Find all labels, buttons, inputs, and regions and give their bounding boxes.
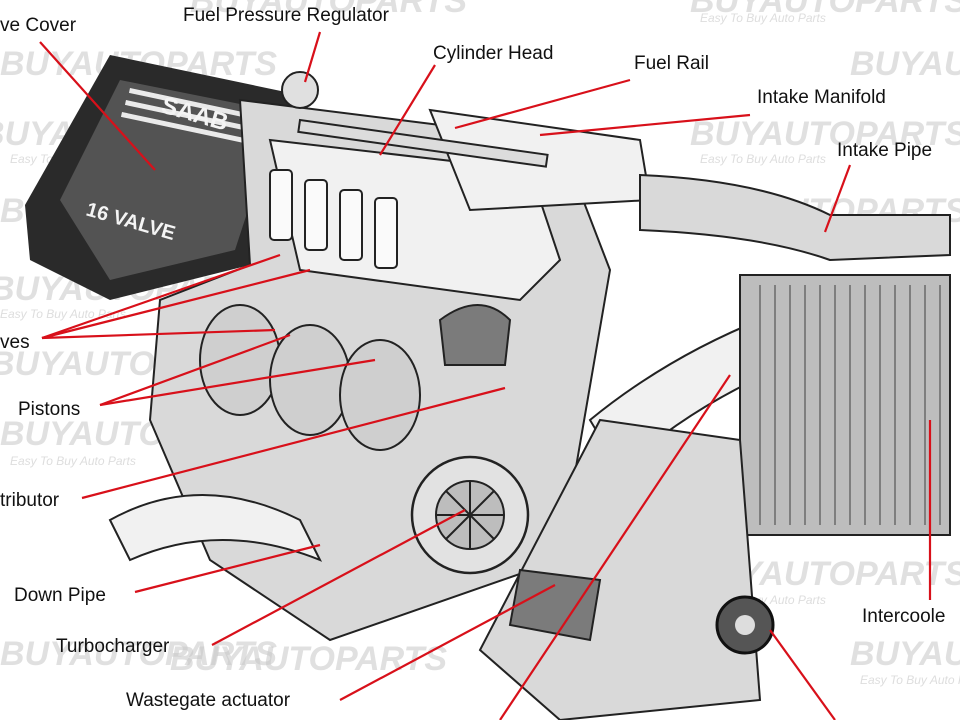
svg-text:Easy To Buy Auto Parts: Easy To Buy Auto Parts	[10, 454, 136, 468]
svg-text:BUYAUTOPARTS: BUYAUTOPARTS	[170, 640, 447, 678]
label-distributor: tributor	[0, 490, 60, 511]
svg-text:BUYAUTOPARTS: BUYAUTOPARTS	[690, 0, 960, 20]
intercooler-shape	[739, 274, 951, 536]
engine-body: SAAB 16 VALVE	[25, 55, 951, 722]
svg-text:BUYAUTOPARTS: BUYAUTOPARTS	[690, 115, 960, 153]
leader-fuel-rail	[454, 78, 631, 130]
svg-text:BUYAUTOPARTS: BUYAUTOPARTS	[0, 635, 277, 673]
leader-valves-2	[41, 268, 311, 340]
valve-springs	[269, 169, 398, 269]
leader-down-pipe	[134, 543, 321, 594]
label-wastegate-actuator: Wastegate actuator	[126, 690, 291, 711]
label-pistons: Pistons	[18, 399, 81, 420]
intercooler-fins	[759, 285, 941, 525]
valve-cover-ribs	[120, 88, 267, 146]
leader-bottom-2	[769, 629, 836, 721]
leader-cylinder-head	[379, 64, 436, 156]
label-valves: ves	[0, 332, 30, 353]
svg-text:BUYAUTOPARTS: BUYAUTOPARTS	[190, 0, 467, 20]
label-intake-pipe: Intake Pipe	[837, 140, 933, 161]
label-intercooler: Intercoole	[862, 606, 946, 627]
label-down-pipe: Down Pipe	[14, 585, 106, 606]
leader-bottom-1	[499, 374, 731, 721]
svg-text:Easy To Buy Auto Parts: Easy To Buy Auto Parts	[700, 152, 826, 166]
leader-valves-3	[41, 328, 276, 340]
leader-wastegate-actuator	[339, 584, 556, 701]
svg-text:Easy To Buy Auto Parts: Easy To Buy Auto Parts	[860, 673, 960, 687]
label-valve-cover: ve Cover	[0, 15, 77, 36]
svg-text:Easy To Buy Auto Parts: Easy To Buy Auto Parts	[700, 11, 826, 25]
label-intake-manifold: Intake Manifold	[757, 87, 886, 108]
label-fuel-rail: Fuel Rail	[634, 53, 709, 74]
leader-fuel-pressure-regulator	[303, 31, 322, 83]
leader-pistons-1	[99, 333, 291, 407]
label-cylinder-head: Cylinder Head	[433, 43, 554, 64]
svg-text:BUYAUTOPARTS: BUYAUTOPARTS	[850, 45, 960, 83]
leader-valves-1	[41, 253, 281, 340]
svg-text:BUYAUTOPARTS: BUYAUTOPARTS	[850, 635, 960, 673]
leader-valve-cover	[39, 41, 156, 171]
leader-intake-manifold	[539, 113, 751, 137]
leader-turbocharger	[211, 509, 466, 646]
leader-intake-pipe	[823, 164, 852, 233]
leader-lines	[39, 31, 932, 721]
label-turbocharger: Turbocharger	[56, 636, 170, 657]
label-fuel-pressure-regulator: Fuel Pressure Regulator	[183, 5, 389, 26]
leader-pistons-2	[99, 358, 376, 407]
leader-distributor	[81, 386, 506, 500]
svg-text:Easy To Buy Auto Parts: Easy To Buy Auto Parts	[0, 307, 126, 321]
